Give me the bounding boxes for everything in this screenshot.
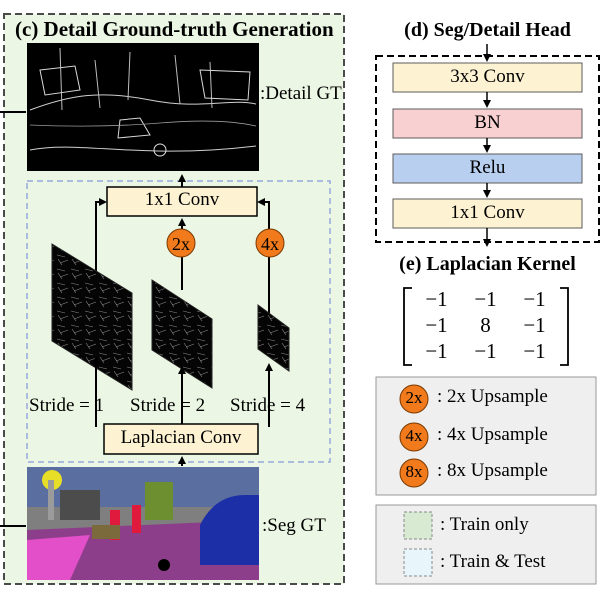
- kernel-cell: −1: [425, 339, 448, 363]
- kernel-cell: −1: [474, 287, 497, 311]
- kernel-cell: −1: [474, 339, 497, 363]
- kernel-cell: −1: [425, 313, 448, 337]
- head-conv1x1-box: [392, 198, 583, 229]
- panel-c-title: (c) Detail Ground-truth Generation: [15, 17, 334, 41]
- legend-8x-badge-label: 8x: [405, 462, 423, 481]
- head-layer-relu: Relu: [469, 157, 506, 178]
- head-layer-conv1x1: 1x1 Conv: [450, 202, 525, 223]
- kernel-row: −1 8 −1: [412, 313, 560, 339]
- head-bn-box: [392, 108, 583, 139]
- upsample-4x-label: 4x: [261, 234, 279, 254]
- head-layer-conv3x3: 3x3 Conv: [450, 66, 525, 87]
- matrix-right-bracket: [560, 287, 569, 366]
- head-relu-box: [392, 153, 583, 184]
- legend-8x-text: : 8x Upsample: [437, 460, 548, 481]
- detail-gt-label: :Detail GT: [260, 83, 342, 104]
- detail-gt-image: [27, 43, 259, 171]
- legend-train-test-text: : Train & Test: [440, 551, 546, 572]
- kernel-row: −1 −1 −1: [412, 287, 560, 313]
- kernel-cell: 8: [480, 313, 491, 337]
- laplacian-kernel-matrix: −1 −1 −1 −1 8 −1 −1 −1 −1: [412, 287, 560, 365]
- head-layer-bn: BN: [474, 112, 501, 133]
- upsample-2x-badge: [166, 228, 196, 258]
- seg-gt-image: [27, 467, 259, 580]
- legend-2x-text: : 2x Upsample: [437, 386, 548, 407]
- arrow-stride4-to-conv: [257, 198, 270, 315]
- laplacian-conv-box: [103, 423, 259, 455]
- seg-gt-label: :Seg GT: [262, 515, 326, 536]
- kernel-cell: −1: [523, 339, 546, 363]
- matrix-left-bracket: [403, 287, 412, 366]
- panel-d-title: (d) Seg/Detail Head: [404, 19, 571, 41]
- legend-4x-badge-label: 4x: [405, 426, 423, 445]
- upsample-2x-label: 2x: [172, 234, 190, 254]
- upsample-4x-badge: [255, 228, 285, 258]
- laplacian-conv-label: Laplacian Conv: [120, 427, 242, 448]
- kernel-cell: −1: [425, 287, 448, 311]
- kernel-cell: −1: [523, 287, 546, 311]
- legend-4x-badge: [399, 422, 429, 452]
- legend-8x-badge: [399, 458, 429, 488]
- stride-4-label: Stride = 4: [230, 395, 306, 416]
- legend-train-only-swatch: [403, 511, 433, 540]
- legend-4x-text: : 4x Upsample: [437, 424, 548, 445]
- legend-train-only-text: : Train only: [440, 514, 529, 535]
- feature-map-stride1: [51, 243, 133, 391]
- panel-e-title: (e) Laplacian Kernel: [399, 253, 576, 275]
- legend-train-test-swatch: [403, 548, 433, 577]
- stride-1-label: Stride = 1: [29, 395, 104, 416]
- conv1x1-label-c: 1x1 Conv: [144, 189, 220, 210]
- feature-map-stride4: [257, 304, 290, 372]
- stride-2-label: Stride = 2: [130, 395, 205, 416]
- legend-2x-badge: [399, 384, 429, 414]
- kernel-row: −1 −1 −1: [412, 339, 560, 365]
- legend-2x-badge-label: 2x: [405, 388, 423, 407]
- feature-map-stride2: [151, 279, 213, 389]
- kernel-cell: −1: [523, 313, 546, 337]
